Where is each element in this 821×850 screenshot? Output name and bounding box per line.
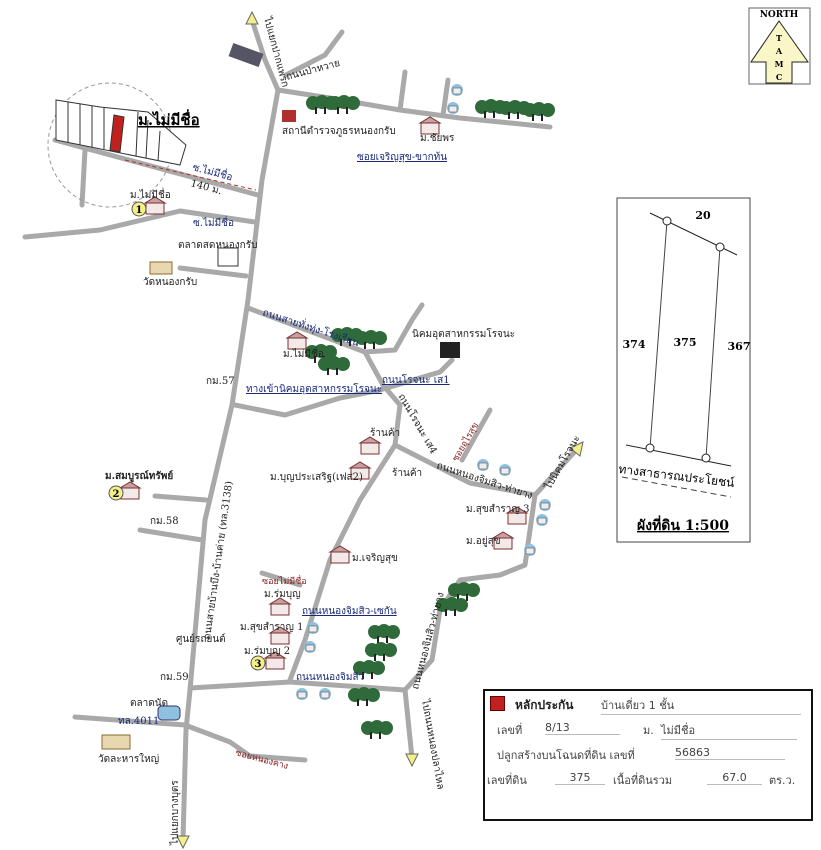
label-to-bottom-right: ไปถนนหนองปลาไหล xyxy=(419,697,447,790)
label-village-2: ม.สมบูรณ์ทรัพย์ xyxy=(105,470,173,483)
collateral-swatch xyxy=(490,696,505,711)
label-market-nad: ตลาดนัด xyxy=(130,698,168,709)
label-shop-1: ร้านค้า xyxy=(370,427,400,439)
label-road-nongchimsiw: ถนนหนองจิมสิว xyxy=(296,672,364,683)
legend-area-unit: ตร.ว. xyxy=(769,774,796,787)
label-village-yoosuk: ม.อยู่สุข xyxy=(466,536,501,547)
legend-deed-label: ปลูกสร้างบนโฉนดที่ดิน เลขที่ xyxy=(497,749,635,762)
map-title: ม.ไม่มีชื่อ xyxy=(138,109,200,129)
roads xyxy=(22,17,581,843)
label-to-bottom: ไปแยกบางบุตร xyxy=(169,780,181,846)
label-soi-nongkan: ซอยหนองคาง xyxy=(234,748,289,772)
label-km59: กม.59 xyxy=(160,672,189,683)
label-village-suksamran1: ม.สุขสำราญ 1 xyxy=(240,622,303,633)
label-distance: 140 ม. xyxy=(189,178,223,197)
building-icon xyxy=(228,42,264,68)
parcel-inset xyxy=(47,82,257,208)
label-temple-nongkrab: วัดหนองกรับ xyxy=(143,277,197,288)
arrow-south-icon xyxy=(405,753,419,768)
north-arrow: NORTH T A M C xyxy=(748,7,811,85)
label-road-nongchim-sek: ถนนหนองจิมสิว-เซกัน xyxy=(302,606,397,617)
arrow-ne-icon xyxy=(569,441,584,457)
svg-text:2: 2 xyxy=(113,489,120,500)
label-soi-3: ซอยไม่มีชื่อ xyxy=(262,574,307,587)
label-shop-2: ร้านค้า xyxy=(392,467,422,479)
legend-village-value: ไม่มีชื่อ xyxy=(661,721,797,740)
factory-icon xyxy=(440,342,460,358)
label-market: ตลาดสดหนองกรับ xyxy=(178,240,257,251)
label-temple-yai: วัดละหารใหญ่ xyxy=(98,753,159,765)
label-industrial: นิคมอุตสาหกรรมโรจนะ xyxy=(412,327,515,340)
legend-land-value: 375 xyxy=(555,771,605,785)
label-village-charoensuk: ม.เจริญสุข xyxy=(352,553,398,564)
plot-plan: 20 374 375 367 ทางสาธารณประโยชน์ ผังที่ด… xyxy=(616,197,751,543)
marker-2: 2 xyxy=(108,485,124,501)
legend-title: หลักประกัน xyxy=(515,698,574,712)
label-village-suksamran3: ม.สุขสำราญ 3 xyxy=(466,504,529,515)
svg-text:ผังที่ดิน 1:500: ผังที่ดิน 1:500 xyxy=(637,515,729,534)
svg-text:A: A xyxy=(775,46,783,56)
marker-1: 1 xyxy=(131,201,147,217)
label-soi-charoensuk: ซอยเจริญสุข-ขากท้น xyxy=(357,151,447,163)
svg-text:374: 374 xyxy=(623,338,646,351)
legend-no-value: 8/13 xyxy=(545,721,620,735)
label-km58: กม.58 xyxy=(150,516,179,527)
svg-text:T: T xyxy=(776,33,782,43)
label-village-rimboon: ม.ร่มบุญ xyxy=(264,589,301,600)
collateral-parcel xyxy=(109,114,125,153)
collateral-legend: หลักประกัน บ้านเดี่ยว 1 ชั้น เลขที่ 8/13… xyxy=(483,689,813,821)
police-icon xyxy=(282,110,296,122)
label-road-rojana1: ถนนโรจนะ เส1 xyxy=(382,373,450,386)
svg-text:20: 20 xyxy=(695,209,711,222)
legend-area-label: เนื้อที่ดินรวม xyxy=(613,774,673,787)
arrow-south-icon xyxy=(176,835,190,850)
market-nad-icon xyxy=(157,705,181,721)
label-village-1: ม.ไม่มีชื่อ xyxy=(130,187,171,201)
svg-text:3: 3 xyxy=(255,659,262,670)
label-village-boonprasert: ม.บุญประเสริฐ(เฟส2) xyxy=(270,472,363,483)
label-to-rojana: ไปนิคมโรจนะ xyxy=(541,433,583,493)
label-km57: กม.57 xyxy=(206,376,235,387)
label-road-nongchim-ta: ถนนหนองจิมสิว-ท่ายาง xyxy=(410,591,447,691)
svg-text:367: 367 xyxy=(728,340,751,353)
legend-no-label: เลขที่ xyxy=(497,724,523,737)
legend-area-value: 67.0 xyxy=(707,771,762,785)
label-entrance: ทางเข้านิคมอุตสาหกรรมโรจนะ xyxy=(246,382,382,395)
temple-icon xyxy=(149,261,173,275)
legend-village-label: ม. xyxy=(643,724,654,737)
marker-3: 3 xyxy=(250,655,266,671)
temple-icon xyxy=(101,734,131,750)
svg-text:NORTH: NORTH xyxy=(760,10,799,20)
svg-text:C: C xyxy=(776,72,782,82)
market-icon xyxy=(217,247,239,267)
label-police: สถานีตำรวจภูธรหนองกรับ xyxy=(282,125,396,137)
label-village-3: ม.ร่มบุญ 2 xyxy=(244,646,290,657)
label-road-4011: ทล.4011 xyxy=(118,716,159,727)
label-village-chanya: ม.ชัยพร xyxy=(420,133,455,144)
label-carshop: ศูนย์รถยนต์ xyxy=(176,633,226,645)
legend-type: บ้านเดี่ยว 1 ชั้น xyxy=(601,696,801,715)
svg-text:M: M xyxy=(775,59,784,69)
label-soi-2: ซ.ไม่มีชื่อ xyxy=(193,215,234,229)
svg-text:1: 1 xyxy=(136,205,143,216)
svg-text:375: 375 xyxy=(674,336,697,349)
legend-land-label: เลขที่ดิน xyxy=(487,774,527,787)
arrow-north-icon xyxy=(245,10,259,25)
label-road-sapthong: ถนนสายทั่งทุ่ง-โรงเรียน xyxy=(261,305,361,349)
legend-deed-value: 56863 xyxy=(675,746,785,760)
label-village-mid: ม.ไม่มีชื่อ xyxy=(283,346,324,360)
